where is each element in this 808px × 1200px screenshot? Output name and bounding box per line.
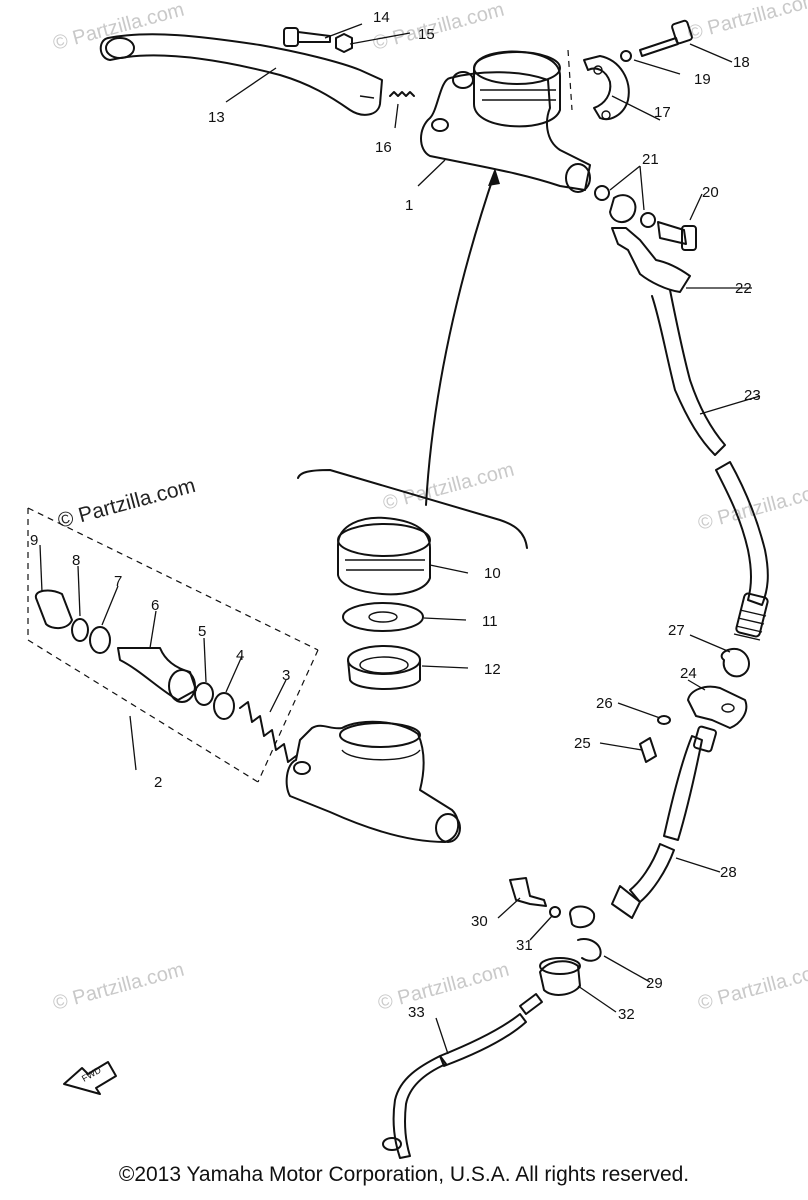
watermark: © Partzilla.com bbox=[51, 959, 187, 1015]
pivot-spring bbox=[389, 91, 415, 97]
callout-27: 27 bbox=[668, 622, 685, 639]
callout-6: 6 bbox=[151, 597, 159, 614]
exploded-bracket bbox=[297, 469, 528, 549]
master-cylinder-body bbox=[420, 49, 591, 193]
callout-17: 17 bbox=[654, 104, 671, 121]
leader-lines bbox=[39, 23, 761, 1055]
callout-20: 20 bbox=[702, 184, 719, 201]
callout-9: 9 bbox=[30, 532, 38, 549]
callout-23: 23 bbox=[744, 387, 761, 404]
lower-fitting-parts bbox=[382, 877, 602, 1159]
callout-5: 5 bbox=[198, 623, 206, 640]
watermark: © Partzilla.com bbox=[696, 959, 808, 1015]
callout-33: 33 bbox=[408, 1004, 425, 1021]
callout-11: 11 bbox=[482, 613, 498, 630]
callout-24: 24 bbox=[680, 665, 697, 682]
callout-18: 18 bbox=[733, 54, 750, 71]
callout-14: 14 bbox=[373, 9, 390, 26]
callout-3: 3 bbox=[282, 667, 290, 684]
lower-hose-parts bbox=[611, 648, 750, 919]
watermark-header: © Partzilla.com bbox=[55, 474, 198, 533]
callout-31: 31 bbox=[516, 937, 533, 954]
callout-7: 7 bbox=[114, 573, 122, 590]
callout-8: 8 bbox=[72, 552, 80, 569]
callout-10: 10 bbox=[484, 565, 501, 582]
diaphragm-plate bbox=[342, 602, 424, 632]
lever-bolt bbox=[283, 27, 353, 53]
callout-29: 29 bbox=[646, 975, 663, 992]
watermark: © Partzilla.com bbox=[381, 459, 517, 515]
upper-brake-hose bbox=[611, 227, 769, 641]
piston-kit-parts bbox=[34, 589, 297, 763]
handlebar-clamp bbox=[583, 55, 630, 120]
copyright-footer: ©2013 Yamaha Motor Corporation, U.S.A. A… bbox=[118, 1163, 690, 1186]
callout-16: 16 bbox=[375, 139, 392, 156]
callout-25: 25 bbox=[574, 735, 591, 752]
cylinder-body-exploded bbox=[285, 720, 461, 843]
reservoir-cap bbox=[337, 516, 431, 596]
callout-1: 1 bbox=[405, 197, 413, 214]
callout-15: 15 bbox=[418, 26, 435, 43]
callout-21: 21 bbox=[642, 151, 659, 168]
piston-kit-box bbox=[27, 507, 319, 783]
forward-arrow-icon: FWD bbox=[63, 1061, 117, 1095]
callout-28: 28 bbox=[720, 864, 737, 881]
brake-lever bbox=[99, 33, 383, 116]
callout-4: 4 bbox=[236, 647, 244, 664]
watermark: © Partzilla.com bbox=[376, 959, 512, 1015]
watermark-layer: © Partzilla.com © Partzilla.com © Partzi… bbox=[51, 0, 808, 1015]
callout-22: 22 bbox=[735, 280, 752, 297]
callout-26: 26 bbox=[596, 695, 613, 712]
diaphragm bbox=[347, 645, 421, 690]
watermark: © Partzilla.com bbox=[686, 0, 808, 45]
callout-labels: 1 2 3 4 5 6 7 8 9 10 11 12 13 14 15 16 1… bbox=[30, 9, 761, 1023]
callout-2: 2 bbox=[154, 774, 162, 791]
callout-30: 30 bbox=[471, 913, 488, 930]
callout-32: 32 bbox=[618, 1006, 635, 1023]
callout-12: 12 bbox=[484, 661, 501, 678]
callout-13: 13 bbox=[208, 109, 225, 126]
callout-19: 19 bbox=[694, 71, 711, 88]
watermark: © Partzilla.com bbox=[51, 0, 187, 55]
exploded-arrow bbox=[425, 171, 496, 506]
arrow-head bbox=[488, 168, 500, 186]
watermark: © Partzilla.com bbox=[371, 0, 507, 55]
clamp-bolt bbox=[620, 19, 693, 62]
union-bolt bbox=[594, 185, 697, 251]
